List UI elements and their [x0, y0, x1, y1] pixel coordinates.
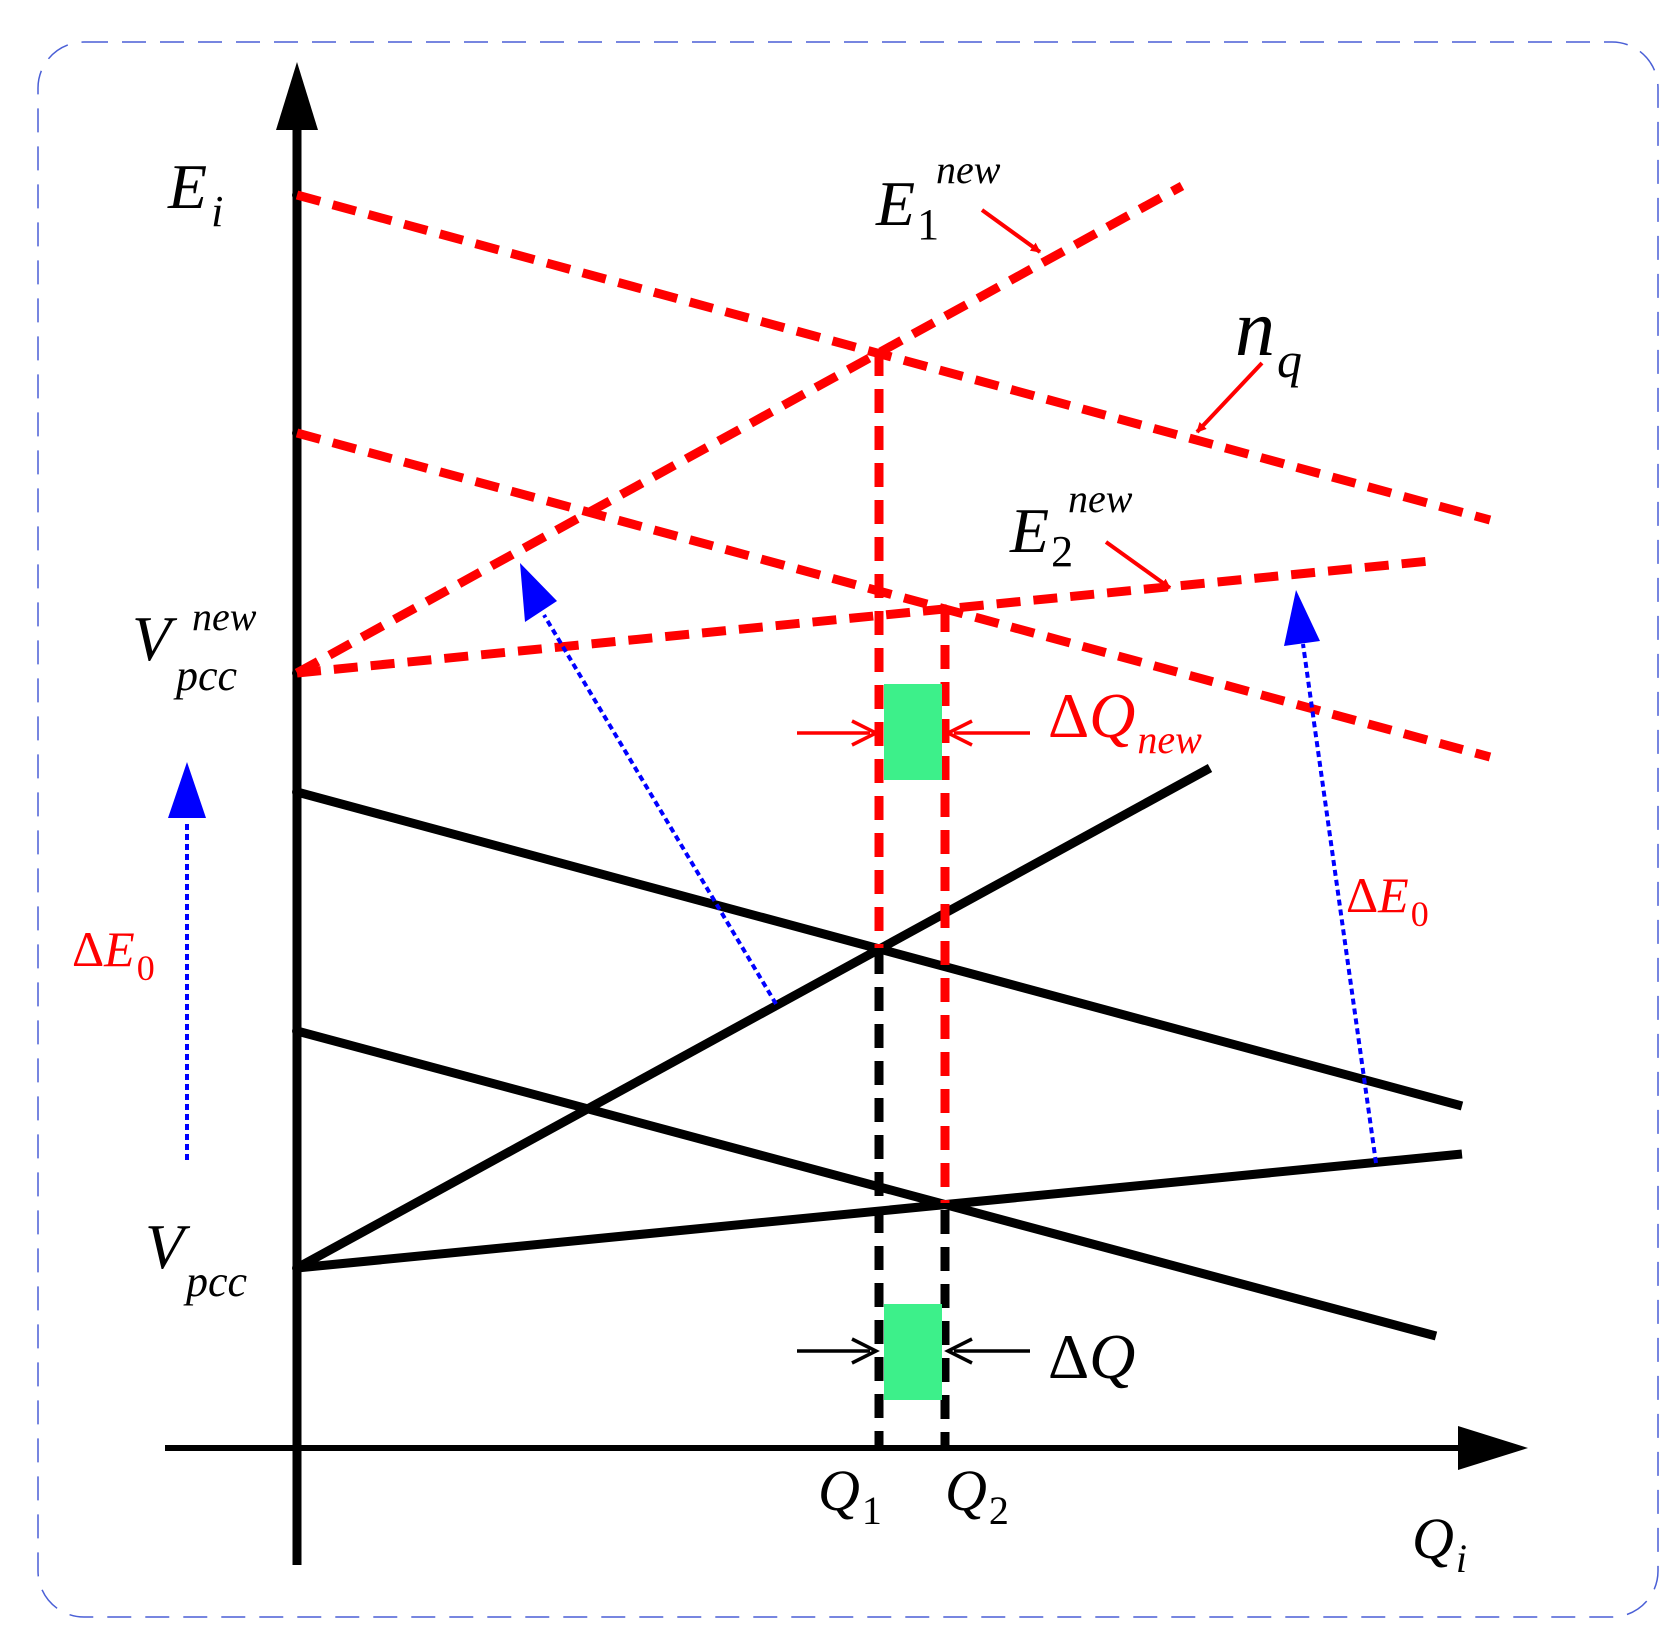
q1-label: Q1 — [818, 1458, 882, 1533]
x-axis-arrowhead — [1458, 1426, 1528, 1470]
e1new-label: E1 — [875, 168, 939, 249]
shift-arrow-right-head — [1284, 590, 1320, 646]
new-line-impedance-1 — [294, 182, 1185, 677]
y-axis-arrowhead — [276, 62, 318, 130]
vpcc-label: V — [145, 1211, 191, 1282]
shift-arrow-mid-head — [520, 563, 557, 622]
vpcc-sub: pcc — [183, 1257, 248, 1306]
shift-arrow-mid — [542, 613, 778, 1006]
e2new-pointer-arrow — [1104, 540, 1172, 590]
shift-arrow-right — [1301, 643, 1378, 1164]
vpccnew-sup: new — [192, 594, 257, 639]
delta-q-right-arrowhead — [944, 1337, 973, 1365]
delta-q-box — [884, 1304, 942, 1400]
q2-label: Q2 — [945, 1458, 1009, 1533]
line-impedance-1 — [294, 764, 1213, 1272]
delta-q-new-left-arrowhead — [851, 719, 880, 747]
new-droop-line-2 — [295, 428, 1492, 762]
vpccnew-sub: pcc — [173, 651, 238, 700]
e1new-sup: new — [936, 147, 1001, 192]
vpccnew-label: V — [132, 603, 178, 674]
delta-q-left-arrowhead — [851, 1337, 880, 1365]
delta-q-new-box — [884, 684, 942, 780]
shift-arrow-left-head — [168, 762, 206, 818]
x-axis-label: Qi — [1412, 1506, 1467, 1581]
e1new-pointer-arrow — [980, 208, 1042, 254]
new-droop-line-1 — [295, 190, 1492, 525]
nq-pointer-arrow — [1195, 361, 1264, 434]
droop-line-2 — [295, 1026, 1438, 1341]
e2new-label: E2 — [1009, 495, 1073, 576]
nq-label: nq — [1235, 285, 1302, 388]
outer-frame — [37, 41, 1659, 1618]
delta-q-label: ΔQ — [1048, 1321, 1135, 1392]
y-axis-label: Ei — [167, 151, 223, 236]
delta-e0-right-label: ΔE0 — [1346, 867, 1429, 934]
e2new-sup: new — [1068, 476, 1133, 521]
new-line-impedance-2 — [296, 556, 1431, 678]
delta-q-new-label: ΔQnew — [1048, 680, 1202, 762]
tick-dot-origin — [292, 1443, 302, 1453]
delta-e0-left-label: ΔE0 — [72, 921, 155, 988]
delta-q-new-right-arrowhead — [944, 719, 973, 747]
